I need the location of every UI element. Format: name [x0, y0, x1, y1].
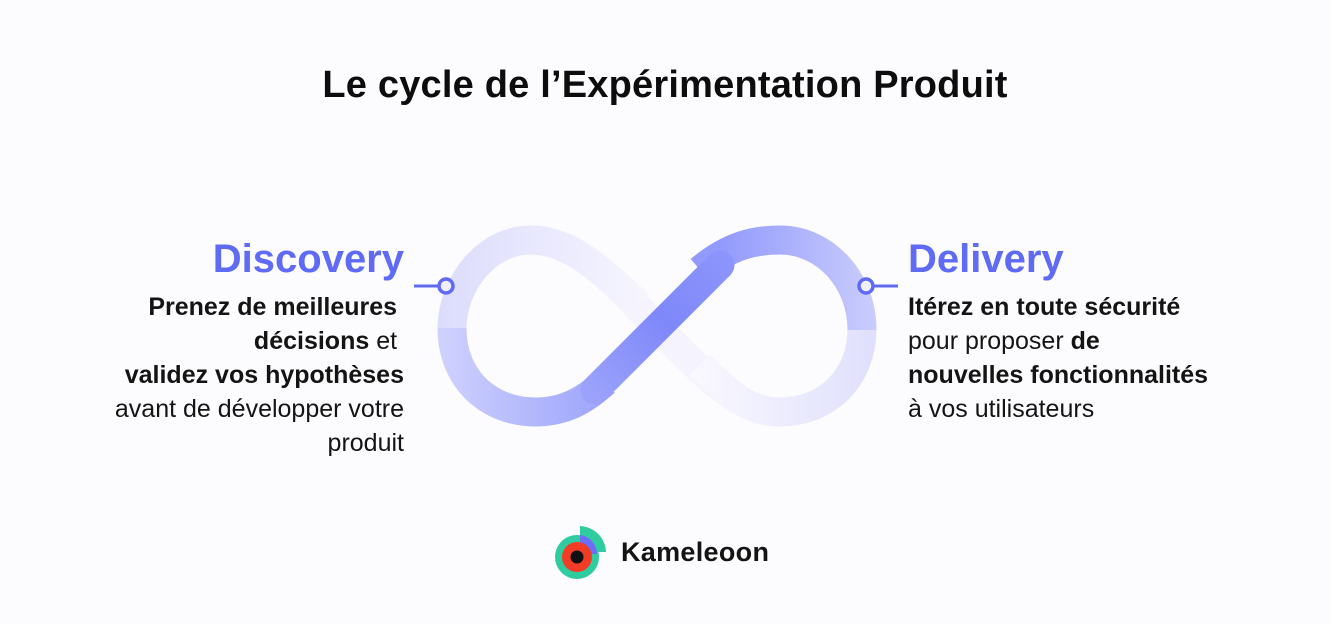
- delivery-line-2: pour proposer de: [908, 324, 1328, 358]
- kameleoon-logo-icon: [555, 526, 606, 579]
- bold-text: de: [1070, 327, 1100, 355]
- delivery-description: Itérez en toute sécurité pour proposer d…: [908, 290, 1328, 426]
- discovery-line-1: Prenez de meilleures: [0, 290, 404, 324]
- discovery-line-5: produit: [0, 426, 404, 460]
- delivery-block: Delivery Itérez en toute sécurité pour p…: [908, 236, 1328, 426]
- bold-text: Itérez en toute sécurité: [908, 293, 1181, 321]
- normal-text: produit: [327, 429, 404, 457]
- kameleoon-logo: Kameleoon: [553, 524, 769, 580]
- discovery-line-4: avant de développer votre: [0, 392, 404, 426]
- bold-text: nouvelles fonctionnalités: [908, 361, 1209, 389]
- infinity-right-bottom: [689, 327, 877, 427]
- infinity-right-top: [690, 225, 877, 331]
- bold-text: décisions: [253, 327, 370, 355]
- infinity-left-bottom: [437, 327, 615, 427]
- delivery-connector: [857, 277, 898, 295]
- delivery-line-4: à vos utilisateurs: [908, 392, 1328, 426]
- discovery-heading: Discovery: [212, 237, 404, 281]
- normal-text: et: [369, 327, 398, 355]
- bold-text: validez vos hypothèses: [124, 361, 404, 389]
- discovery-description: Prenez de meilleures décisions et valide…: [0, 290, 404, 460]
- normal-text: à vos utilisateurs: [908, 395, 1095, 423]
- infinity-main-cross: [580, 250, 735, 405]
- normal-text: avant de développer votre: [114, 395, 404, 423]
- delivery-line-3: nouvelles fonctionnalités: [908, 358, 1328, 392]
- discovery-block: Discovery Prenez de meilleures décisions…: [0, 236, 404, 460]
- bold-text: Prenez de meilleures: [148, 293, 398, 321]
- normal-text: pour proposer: [908, 327, 1071, 355]
- infinity-left-top: [437, 225, 650, 331]
- delivery-line-1: Itérez en toute sécurité: [908, 290, 1328, 324]
- infinity-loop-diagram: [414, 225, 898, 427]
- discovery-line-2: décisions et: [0, 324, 404, 358]
- page-title: Le cycle de l’Expérimentation Produit: [322, 64, 1008, 106]
- delivery-heading: Delivery: [908, 237, 1064, 281]
- discovery-line-3: validez vos hypothèses: [0, 358, 404, 392]
- discovery-connector: [414, 277, 455, 295]
- kameleoon-wordmark: Kameleoon: [621, 536, 770, 567]
